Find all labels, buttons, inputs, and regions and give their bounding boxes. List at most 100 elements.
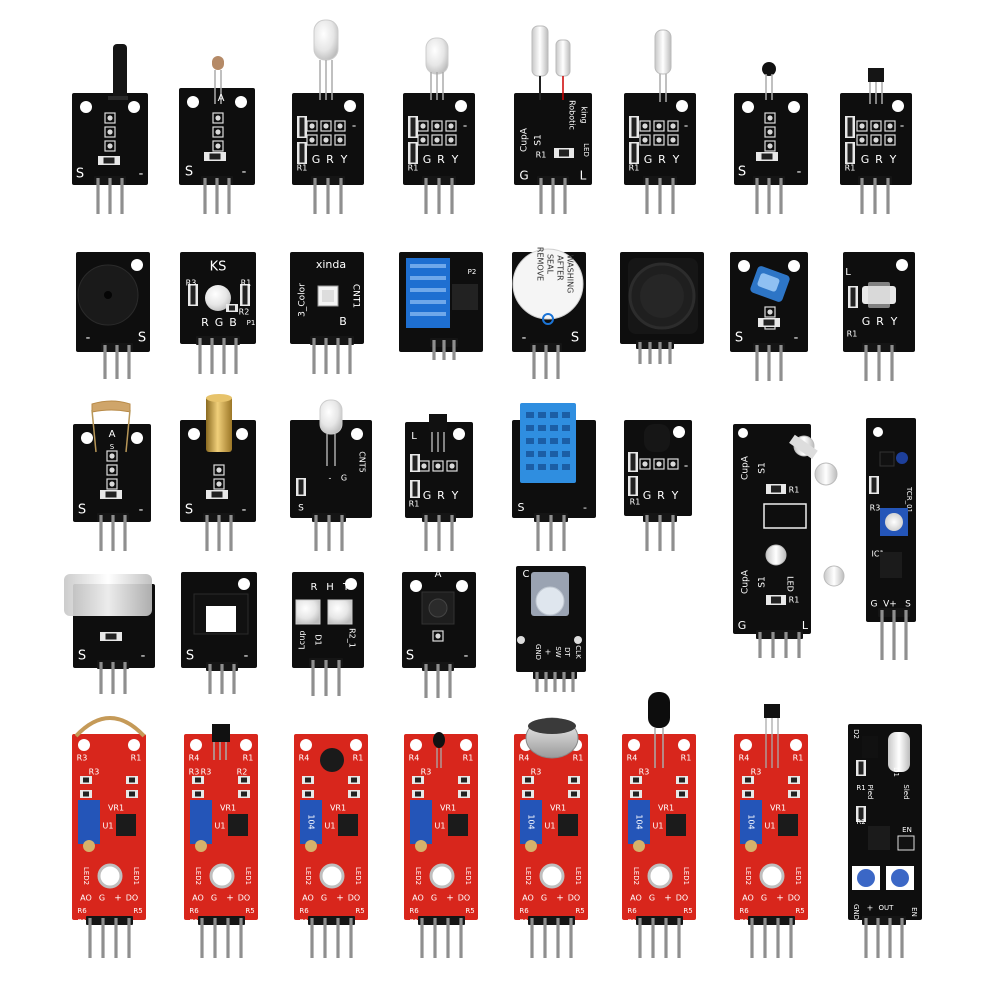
header-pin [638, 342, 642, 364]
header-pin [424, 664, 428, 698]
mount-hole [131, 432, 143, 444]
header-pin [442, 340, 446, 360]
trimpot [628, 800, 650, 844]
dht-vent [538, 464, 546, 470]
solder-pad [109, 481, 115, 487]
header-pin [539, 178, 543, 214]
smd-resistor [105, 491, 117, 498]
header-pin [677, 918, 681, 958]
silkscreen-label: S [78, 649, 86, 664]
header-pin [108, 178, 112, 214]
ir-receiver [862, 736, 878, 758]
solder-pad-frame [667, 120, 679, 132]
solder-pad [420, 137, 426, 143]
solder-pad-frame [334, 120, 346, 132]
dht-vent [550, 451, 558, 457]
smd-resistor [209, 153, 221, 160]
silkscreen-label: - [522, 331, 527, 346]
silkscreen-label: R4 [189, 754, 200, 763]
module-thermistor: S- [734, 62, 808, 214]
solder-pad-frame [432, 460, 444, 472]
mercury-tube-2 [555, 39, 571, 77]
solder-pad [323, 137, 329, 143]
mic-capsule [320, 748, 344, 772]
smd-resistor [771, 485, 781, 493]
silkscreen-label: OUT [879, 904, 895, 912]
silkscreen-label: G [644, 153, 653, 166]
header-pin [339, 178, 343, 214]
silkscreen-label: P1 [300, 918, 309, 926]
trimpot [300, 800, 322, 844]
mount-hole [647, 863, 673, 889]
silkscreen-label: U1 [103, 822, 114, 831]
silkscreen-label: 104 [635, 814, 644, 829]
silkscreen-label: L [802, 619, 809, 632]
smd-resistor [351, 777, 357, 783]
header-pin [220, 664, 224, 694]
header-pin [324, 660, 328, 696]
header-pin [784, 632, 788, 658]
silkscreen-label: + [336, 894, 344, 904]
solder-pad-frame [764, 126, 776, 138]
silkscreen-label: R4 [519, 754, 530, 763]
header-pin [892, 610, 896, 660]
header-pin [779, 345, 783, 381]
comparator-chip [880, 552, 902, 578]
encoder-shaft [535, 586, 565, 616]
silkscreen-label: Y [340, 153, 348, 166]
silkscreen-label: GND [534, 644, 542, 660]
header-pin [864, 918, 868, 958]
silkscreen-label: R6 [299, 907, 309, 915]
mount-hole [460, 739, 472, 751]
mount-hole [209, 863, 235, 889]
smd-resistor [631, 117, 637, 137]
header-pin [127, 345, 131, 379]
smd-resistor [771, 596, 781, 604]
comparator-chip [778, 814, 798, 836]
mount-hole [539, 863, 565, 889]
header-pin [569, 918, 573, 958]
hall-ic [212, 724, 230, 742]
silkscreen-label: R1 [536, 151, 547, 160]
solder-pad [656, 137, 662, 143]
header-pin [562, 672, 566, 692]
smd-resistor [571, 777, 577, 783]
ir-receiver [896, 452, 908, 464]
mount-hole [892, 100, 904, 112]
header-pin [556, 918, 560, 958]
trimpot-knob [857, 869, 875, 887]
silkscreen-label: S [738, 165, 746, 180]
trimpot-screw [415, 840, 427, 852]
header-pin [314, 515, 318, 551]
silkscreen-label: R2 [239, 308, 250, 317]
silkscreen-label: GND [852, 904, 860, 920]
silkscreen-label: P1 [190, 918, 199, 926]
header-pin [767, 345, 771, 381]
smd-resistor [461, 777, 467, 783]
silkscreen-label: P1 [628, 918, 637, 926]
header-pin [530, 918, 534, 958]
silkscreen-label: AO [80, 894, 92, 903]
silkscreen-label: AO [192, 894, 204, 903]
smd-resistor [211, 491, 223, 498]
header-pin [340, 515, 344, 551]
dht-vent [562, 464, 570, 470]
header-pin [535, 672, 539, 692]
header-pin [208, 664, 212, 694]
smd-resistor [761, 153, 773, 160]
silkscreen-label: CupA [741, 455, 751, 480]
trimpot-screw [83, 840, 95, 852]
silkscreen-label: - [86, 331, 91, 346]
header-pin [549, 515, 553, 551]
header-pin [336, 918, 340, 958]
smd-resistor [190, 285, 196, 305]
silkscreen-label: + [776, 894, 784, 904]
trimpot-screw [305, 840, 317, 852]
module-relay: P2 [399, 252, 483, 360]
header-pin [127, 918, 131, 958]
